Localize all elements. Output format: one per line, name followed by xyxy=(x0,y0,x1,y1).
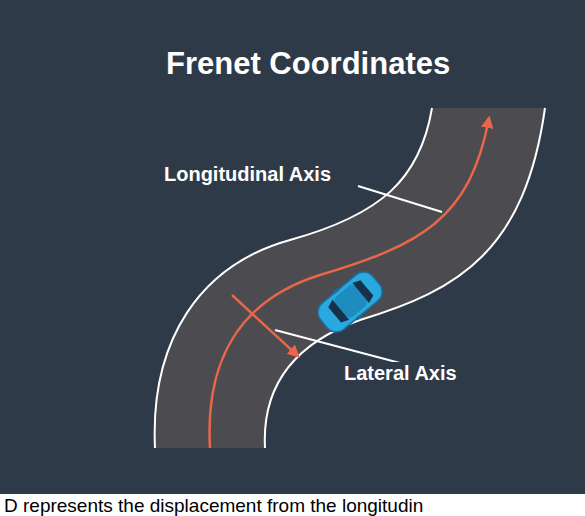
lateral-axis xyxy=(232,295,298,356)
leader-line xyxy=(358,186,442,212)
axis-label: Longitudinal Axis xyxy=(162,163,333,186)
road-edge xyxy=(155,108,432,448)
road-edge xyxy=(265,108,545,448)
road-surface xyxy=(155,108,545,448)
title: Frenet Coordinates xyxy=(166,46,450,82)
car xyxy=(312,266,389,339)
caption: D represents the displacement from the l… xyxy=(4,495,423,516)
leader-line xyxy=(275,330,400,363)
axis-label: Lateral Axis xyxy=(342,362,459,385)
